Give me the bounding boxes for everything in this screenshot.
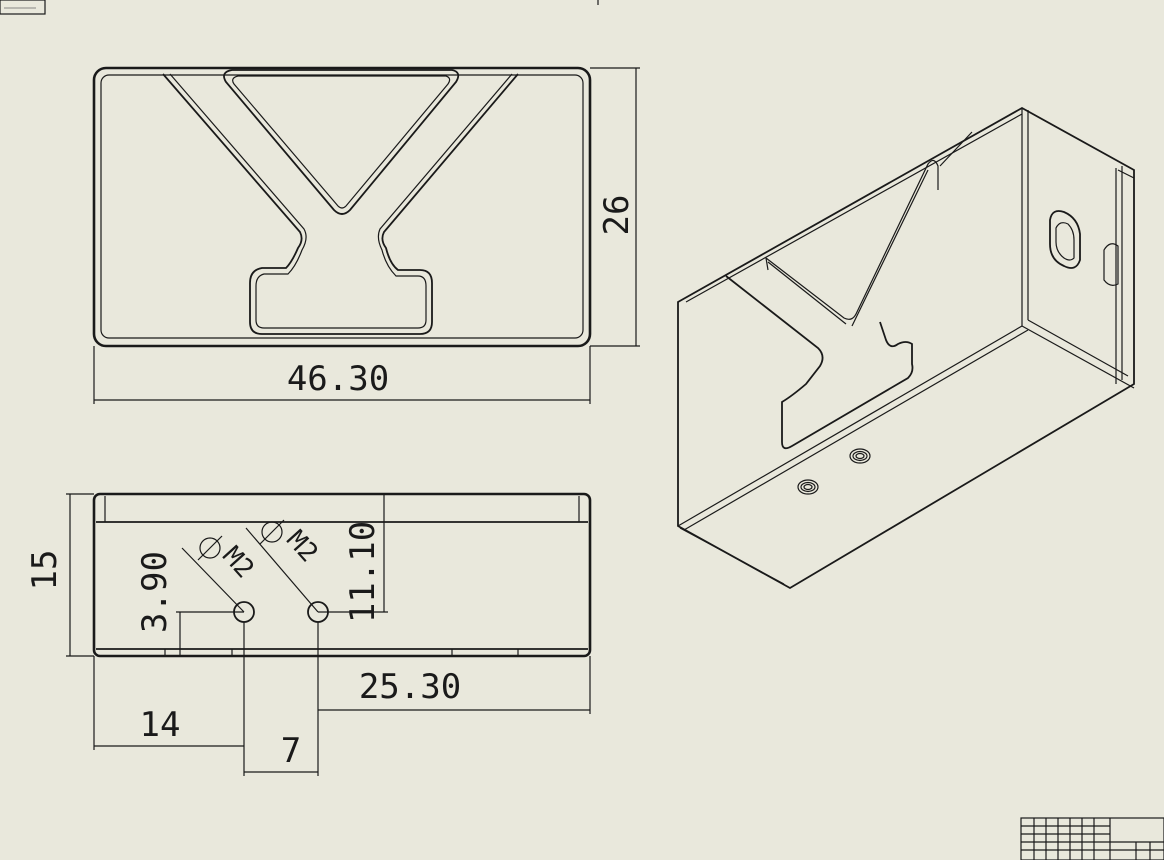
front-view-height-dimension: 15 [25, 550, 65, 591]
top-view-triangle-pocket-inner [232, 75, 451, 209]
top-view-slot-edge [162, 73, 519, 335]
iso-slot [725, 275, 914, 450]
iso-side-slot [1049, 210, 1081, 269]
top-view-outline [92, 66, 592, 348]
front-view-hole-height2-dimension: 11.10 [343, 521, 383, 623]
title-block [1020, 817, 1164, 860]
iso-threaded-hole [849, 448, 871, 464]
iso-outline [677, 106, 1135, 590]
top-view: 26 46.30 [92, 66, 640, 404]
isometric-view [677, 106, 1135, 590]
top-view-slot-inner-edge [169, 73, 513, 329]
top-view-width-dimension: 46.30 [287, 359, 389, 399]
front-view: M2 M2 15 3.90 11.10 14 7 25.30 [25, 492, 592, 776]
thread-callout-2: M2 [280, 525, 323, 568]
sheet-corner-tab [0, 0, 46, 15]
front-view-right-offset-dimension: 25.30 [359, 667, 461, 707]
thread-callout-1: M2 [216, 541, 259, 584]
front-view-left-offset-dimension: 14 [140, 705, 181, 745]
top-view-triangle-pocket [223, 69, 460, 215]
front-view-outline [92, 492, 592, 658]
top-view-height-dimension: 26 [597, 195, 637, 236]
top-view-inner-outline [100, 74, 584, 339]
front-view-hole-height-dimension: 3.90 [135, 551, 175, 633]
front-view-spacing-dimension: 7 [281, 731, 301, 771]
iso-threaded-hole [797, 479, 819, 495]
